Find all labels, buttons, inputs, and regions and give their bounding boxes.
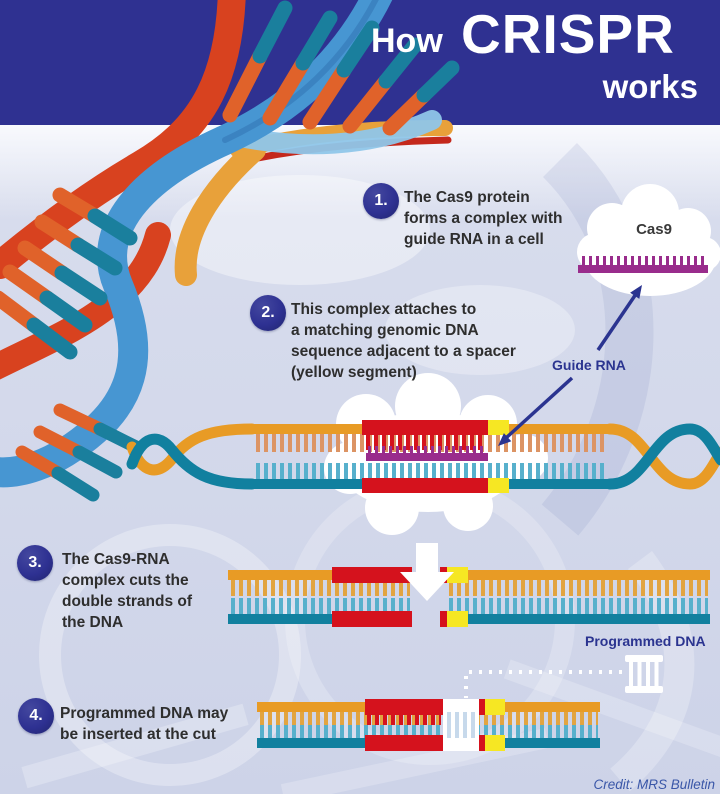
- guide-rna-molecule: [578, 256, 708, 273]
- header-title-main: CRISPR: [461, 3, 675, 65]
- step-4-badge: 4.: [18, 698, 54, 734]
- step-3-line-2: complex cuts the: [62, 572, 189, 589]
- step-3-line-3: double strands of: [62, 593, 193, 610]
- guide-rna-arrow-up-icon: [596, 285, 642, 351]
- step-4-line-2: be inserted at the cut: [60, 726, 216, 743]
- cas9-label: Cas9: [636, 221, 672, 238]
- step-1-text: The Cas9 protein forms a complex with gu…: [404, 187, 562, 250]
- cas9-cloud-icon: [577, 184, 720, 296]
- step-2-line-2: a matching genomic DNA: [291, 322, 479, 339]
- programmed-dna-icon: [625, 655, 663, 693]
- step-3-badge: 3.: [17, 545, 53, 581]
- dna-double-helix-illustration: [0, 0, 460, 502]
- step-1-line-3: guide RNA in a cell: [404, 231, 544, 248]
- step-3-text: The Cas9-RNA complex cuts the double str…: [62, 549, 192, 633]
- credit-prefix: Credit:: [593, 777, 637, 792]
- step-2-line-1: This complex attaches to: [291, 301, 477, 318]
- step-2-text: This complex attaches to a matching geno…: [291, 299, 516, 383]
- step-4-text: Programmed DNA may be inserted at the cu…: [60, 703, 228, 745]
- insertion-dotted-path: [464, 670, 622, 698]
- programmed-dna-label: Programmed DNA: [585, 633, 706, 649]
- step-1-line-2: forms a complex with: [404, 210, 563, 227]
- credit-source: MRS Bulletin: [636, 777, 715, 792]
- genomic-dna-strand: [126, 420, 720, 493]
- step-3-line-4: the DNA: [62, 614, 124, 631]
- cut-dna-strand: [228, 567, 710, 627]
- step-2-line-4: (yellow segment): [291, 364, 417, 381]
- step-4-line-1: Programmed DNA may: [60, 705, 229, 722]
- header-title-suffix: works: [602, 68, 698, 105]
- step-1-line-1: The Cas9 protein: [404, 189, 530, 206]
- guide-rna-arrow-down-icon: [498, 376, 574, 446]
- step-3-line-1: The Cas9-RNA: [62, 551, 170, 568]
- step-2-badge: 2.: [250, 295, 286, 331]
- step-2-line-3: sequence adjacent to a spacer: [291, 343, 516, 360]
- cut-arrow-icon: [400, 543, 454, 601]
- guide-rna-label: Guide RNA: [552, 357, 626, 373]
- repaired-dna-strand: [257, 699, 600, 751]
- credit-text: Credit: MRS Bulletin: [593, 777, 715, 792]
- step-1-badge: 1.: [363, 183, 399, 219]
- header-title-prefix: How: [371, 22, 443, 60]
